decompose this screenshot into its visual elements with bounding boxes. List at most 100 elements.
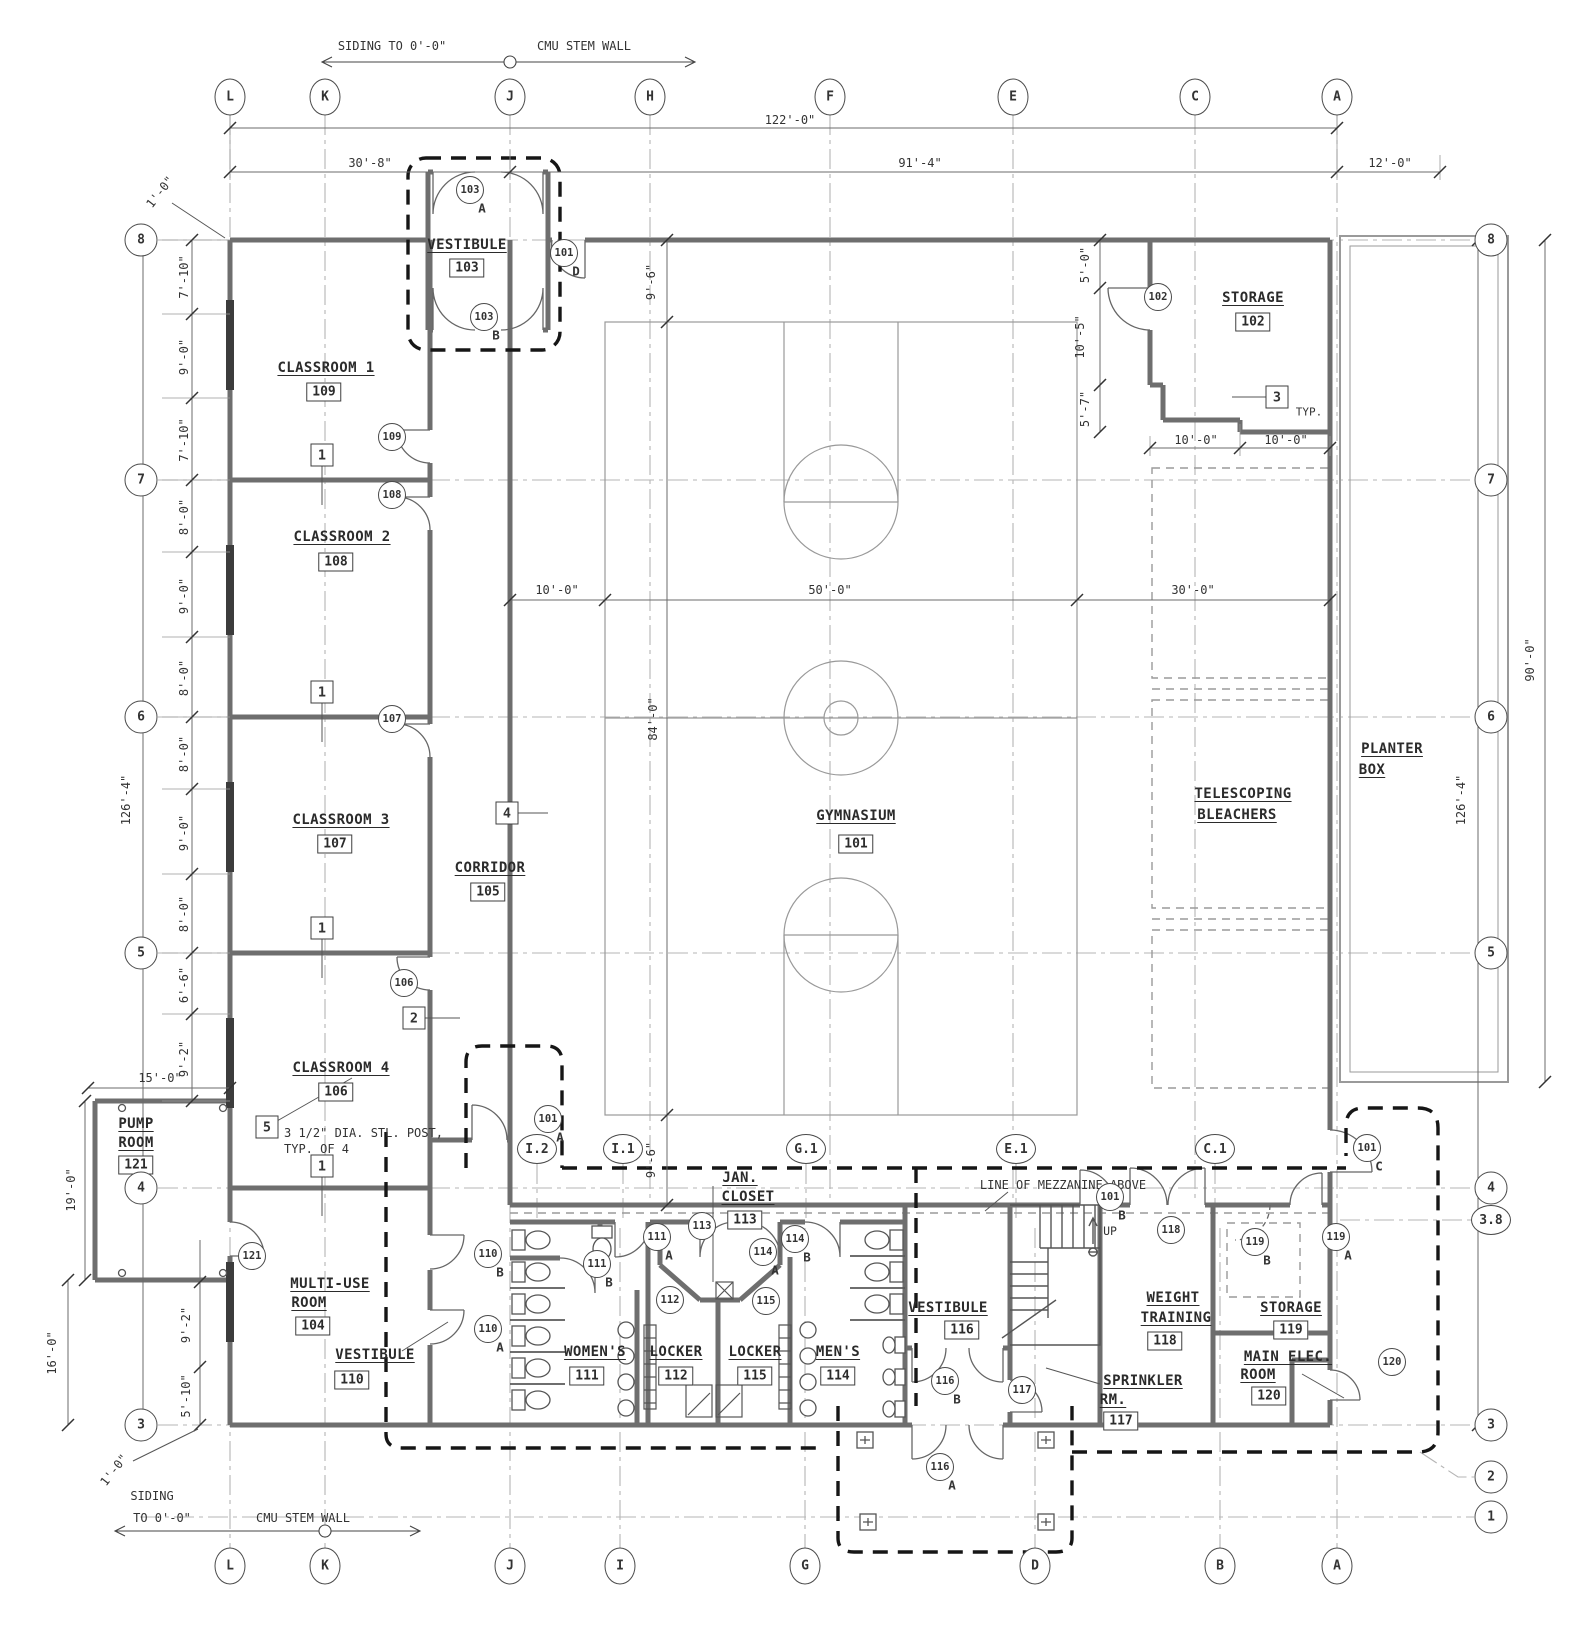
- grid-bubble-A: A: [1321, 1547, 1353, 1585]
- grid-bubble-D: D: [1019, 1547, 1051, 1585]
- structural-posts: [117, 1103, 1055, 1531]
- grid-bubble-H: H: [634, 78, 666, 116]
- siding-note-bottom-1: SIDING: [130, 1489, 174, 1503]
- door-tag-113: 113: [688, 1212, 716, 1240]
- door-tag-101C: 101: [1353, 1134, 1381, 1162]
- room-number-mens: 114: [820, 1366, 856, 1386]
- door-tag-119B: 119: [1241, 1228, 1269, 1256]
- up-label: UP: [1103, 1224, 1117, 1238]
- grid-bubble-C: C: [1179, 78, 1211, 116]
- room-label-classroom-1: CLASSROOM 1: [277, 360, 375, 376]
- door-tag-106: 106: [390, 969, 418, 997]
- grid-bubble-6: 6: [124, 700, 158, 734]
- room-label-jan-closet: JAN.: [722, 1170, 758, 1186]
- grid-bubble-K: K: [309, 1547, 341, 1585]
- room-label-classroom-4: CLASSROOM 4: [292, 1060, 390, 1076]
- dimension-text: 8'-0": [177, 895, 191, 933]
- room-label-multi-use: ROOM: [291, 1295, 327, 1311]
- dimension-text: 9'-0": [177, 814, 191, 852]
- steel-post-note-2: TYP. OF 4: [284, 1142, 350, 1156]
- room-number-womens: 111: [569, 1366, 605, 1386]
- siding-note-top: SIDING TO 0'-0": [337, 39, 447, 53]
- grid-bubble-7: 7: [1474, 463, 1508, 497]
- door-tag-letter: D: [572, 263, 580, 279]
- grid-bubble-L: L: [214, 1547, 246, 1585]
- door-tag-111B: 111: [583, 1250, 611, 1278]
- room-label-locker-112: LOCKER: [649, 1344, 703, 1360]
- dimension-text: 12'-0": [1368, 156, 1412, 170]
- dimension-text: 5'-0": [1078, 246, 1092, 284]
- dimension-text: 30'-8": [348, 156, 392, 170]
- grid-bubble-A: A: [1321, 78, 1353, 116]
- room-label-jan-closet: CLOSET: [721, 1189, 775, 1205]
- grid-bubble-F: F: [814, 78, 846, 116]
- grid-bubble-5: 5: [1474, 936, 1508, 970]
- door-tag-letter: A: [771, 1262, 779, 1278]
- door-tag-119A: 119: [1322, 1223, 1350, 1251]
- room-label-classroom-2: CLASSROOM 2: [293, 529, 391, 545]
- grid-bubble-3.8: 3.8: [1471, 1205, 1511, 1235]
- door-tag-114A: 114: [749, 1238, 777, 1266]
- door-tag-letter: C: [1375, 1158, 1383, 1174]
- cmu-note-bottom: CMU STEM WALL: [256, 1511, 350, 1525]
- door-tag-118: 118: [1157, 1216, 1185, 1244]
- dimension-text: 91'-4": [898, 156, 942, 170]
- grid-bubble-G.1: G.1: [786, 1134, 826, 1164]
- room-label-vestibule-110: VESTIBULE: [335, 1347, 415, 1363]
- cmu-note-top: CMU STEM WALL: [537, 39, 631, 53]
- door-tag-letter: B: [953, 1391, 961, 1407]
- door-tag-letter: A: [556, 1129, 564, 1145]
- room-number-pump-room: 121: [118, 1155, 154, 1175]
- room-number-storage-119: 119: [1273, 1320, 1309, 1340]
- grid-bubble-8: 8: [1474, 223, 1508, 257]
- room-number-classroom-2: 108: [318, 552, 354, 572]
- room-label-pump-room: ROOM: [118, 1135, 154, 1151]
- room-label-corridor: CORRIDOR: [454, 860, 526, 876]
- room-number-classroom-1: 109: [306, 382, 342, 402]
- room-number-vestibule-103: 103: [449, 258, 485, 278]
- door-tag-115: 115: [752, 1287, 780, 1315]
- wall-type-tag-3: 3: [1265, 385, 1289, 409]
- room-number-main-elec: 120: [1251, 1386, 1287, 1406]
- wall-type-tag-1: 1: [310, 680, 334, 704]
- room-number-locker-115: 115: [737, 1366, 773, 1386]
- door-tag-103B: 103: [470, 303, 498, 331]
- door-tag-117: 117: [1008, 1376, 1036, 1404]
- room-number-vestibule-116: 116: [944, 1320, 980, 1340]
- door-tag-114B: 114: [781, 1225, 809, 1253]
- steel-post-note-1: 3 1/2" DIA. STL. POST,: [284, 1126, 443, 1140]
- siding-note-bottom-2: TO 0'-0": [133, 1511, 191, 1525]
- dimension-text: 9'-0": [177, 338, 191, 376]
- leader-lines: [132, 202, 1345, 1462]
- dimension-text: 10'-0": [1174, 433, 1218, 447]
- grid-bubble-7: 7: [124, 463, 158, 497]
- room-label-bleachers: BLEACHERS: [1197, 807, 1277, 823]
- dimension-text: 16'-0": [45, 1331, 59, 1375]
- grid-bubble-C.1: C.1: [1195, 1134, 1235, 1164]
- grid-bubble-8: 8: [124, 223, 158, 257]
- grid-bubble-3: 3: [124, 1408, 158, 1442]
- room-label-multi-use: MULTI-USE: [290, 1276, 370, 1292]
- dimension-ticks: [61, 121, 1552, 1432]
- grid-bubble-3: 3: [1474, 1408, 1508, 1442]
- room-label-sprinkler: RM.: [1099, 1392, 1127, 1408]
- room-number-locker-112: 112: [658, 1366, 694, 1386]
- dimension-text: 30'-0": [1171, 583, 1215, 597]
- dimension-text: 6'-6": [177, 966, 191, 1004]
- dimension-text: 5'-7": [1078, 390, 1092, 428]
- lockers-and-showers: [643, 1281, 792, 1418]
- grid-bubble-E: E: [997, 78, 1029, 116]
- grid-bubble-5: 5: [124, 936, 158, 970]
- door-tag-letter: B: [605, 1274, 613, 1290]
- door-tag-letter: A: [496, 1339, 504, 1355]
- room-label-vestibule-116: VESTIBULE: [908, 1300, 988, 1316]
- grid-bubble-K: K: [309, 78, 341, 116]
- room-number-classroom-4: 106: [318, 1082, 354, 1102]
- grid-bubble-L: L: [214, 78, 246, 116]
- dimension-text: 90'-0": [1523, 638, 1537, 682]
- door-tag-letter: B: [492, 327, 500, 343]
- door-tag-107: 107: [378, 705, 406, 733]
- room-label-vestibule-103: VESTIBULE: [427, 237, 507, 253]
